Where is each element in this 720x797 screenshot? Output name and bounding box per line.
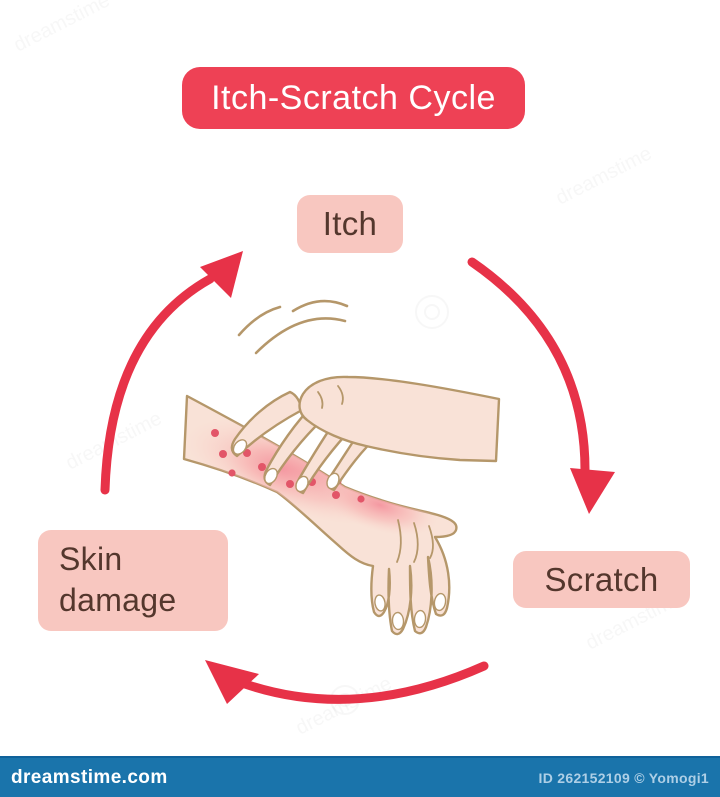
- red-spot: [332, 491, 340, 499]
- scratching-hand-illustration: [230, 375, 501, 495]
- watermark-text: dreamstime: [10, 0, 113, 56]
- red-spot: [258, 463, 266, 471]
- node-scratch: Scratch: [513, 551, 690, 608]
- image-credit: ID 262152109 © Yomogi1: [538, 769, 709, 786]
- node-label: Scratch: [544, 560, 659, 598]
- red-spot: [219, 450, 227, 458]
- footer-bar: dreamstime.com ID 262152109 © Yomogi1: [0, 756, 720, 797]
- red-spot: [286, 480, 294, 488]
- hand-tendon-lines: [396, 519, 434, 563]
- node-label: Itch: [322, 205, 378, 242]
- motion-lines: [237, 299, 349, 355]
- page-title: Itch-Scratch Cycle: [211, 78, 496, 117]
- node-label: Skin damage: [59, 541, 177, 618]
- red-spot: [211, 429, 219, 437]
- red-spot: [357, 495, 365, 503]
- fingernail: [433, 592, 447, 612]
- fingernail: [374, 594, 386, 612]
- arrow-itch-to-scratch: [467, 257, 615, 514]
- fingernail: [326, 472, 340, 490]
- watermark-logo-icon: [415, 295, 449, 329]
- fingernail: [295, 475, 309, 493]
- hand-back-shape: [298, 375, 501, 463]
- watermark-site-logo: dreamstime.com: [11, 766, 168, 788]
- fingernail: [413, 609, 427, 629]
- arrow-scratch-to-skin-damage: [205, 660, 489, 704]
- red-spot: [228, 469, 236, 477]
- fingernail: [232, 439, 248, 455]
- node-skin-damage: Skin damage: [38, 530, 228, 631]
- fingernails: [374, 592, 447, 631]
- knuckle-crease: [317, 391, 324, 409]
- node-itch: Itch: [297, 195, 403, 253]
- arrow-skin-damage-to-itch: [100, 251, 243, 495]
- red-spot: [243, 449, 251, 457]
- fingernail: [264, 467, 278, 485]
- knuckle-crease: [337, 385, 344, 405]
- watermark-text: dreamstime: [552, 142, 655, 209]
- fingernail: [391, 611, 405, 631]
- fingernails: [232, 439, 340, 493]
- title-badge: Itch-Scratch Cycle: [182, 67, 525, 129]
